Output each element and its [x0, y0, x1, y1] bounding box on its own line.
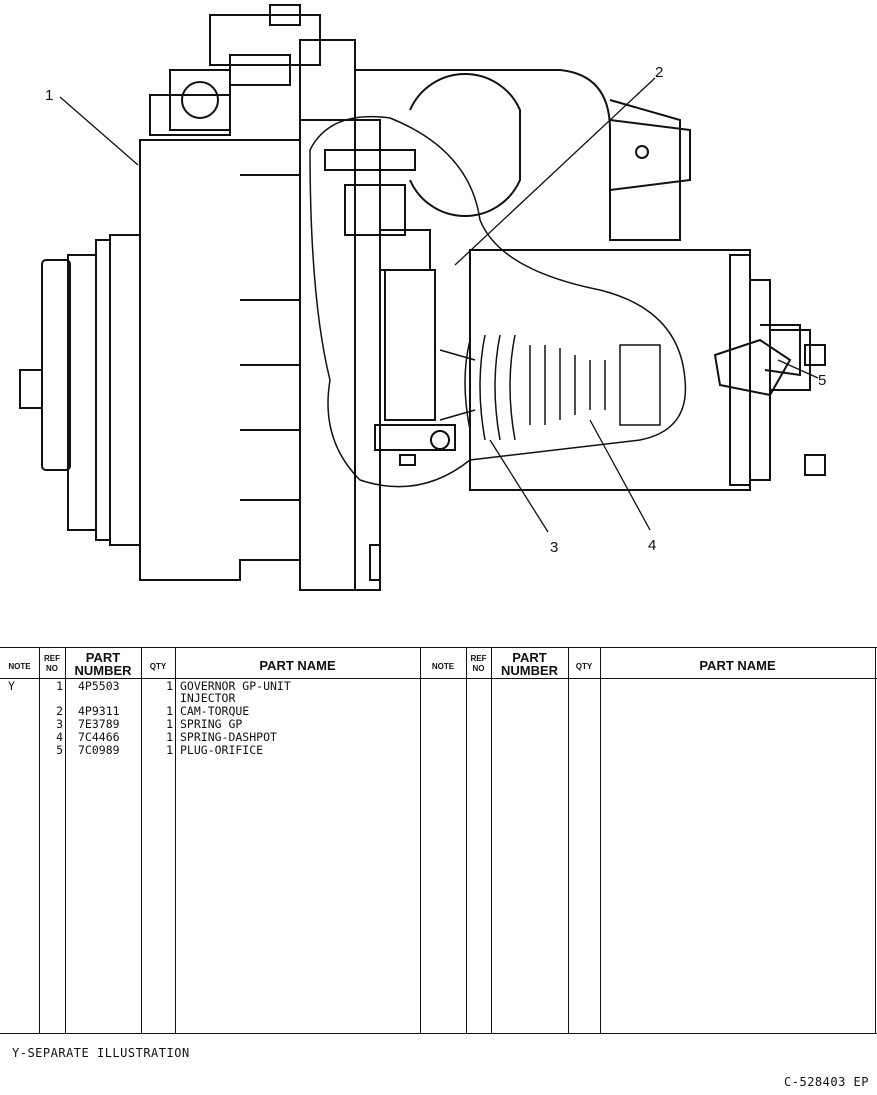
header-note: NOTE	[8, 662, 31, 671]
table-row-continuation: INJECTOR	[0, 692, 430, 705]
row-part-number: 7C0989	[78, 743, 120, 757]
header-part-number-bottom-right: NUMBER	[500, 663, 559, 678]
row-qty: 1	[166, 730, 173, 744]
header-note-right: NOTE	[431, 662, 455, 671]
callout-4: 4	[648, 537, 656, 554]
row-ref: 1	[56, 679, 63, 693]
table-bottom-rule	[0, 1033, 877, 1034]
callout-1: 1	[45, 87, 53, 104]
callout-2: 2	[655, 64, 663, 81]
header-qty-right: QTY	[575, 662, 593, 671]
row-ref: 2	[56, 704, 63, 718]
table-row: 5 7C0989 1 PLUG-ORIFICE	[0, 744, 430, 757]
header-part-name-right: PART NAME	[699, 658, 776, 673]
row-part-name-line2: INJECTOR	[180, 691, 236, 705]
callout-5: 5	[818, 372, 826, 389]
header-ref-top: REF	[44, 654, 60, 663]
governor-illustration: 1 2 3 4 5	[19, 4, 826, 591]
row-part-number: 7C4466	[78, 730, 120, 744]
row-note: Y	[8, 679, 15, 693]
callout-3: 3	[550, 539, 558, 556]
table-row: 3 7E3789 1 SPRING GP	[0, 718, 430, 731]
table-top-rule	[0, 647, 877, 648]
drawing-number: C-528403 EP	[784, 1075, 869, 1089]
row-part-name: CAM-TORQUE	[180, 704, 250, 718]
row-part-name: SPRING-DASHPOT	[180, 730, 277, 744]
row-ref: 5	[56, 743, 63, 757]
header-part-number-top-right: PART	[512, 650, 547, 665]
row-part-number: 7E3789	[78, 717, 120, 731]
row-part-name: GOVERNOR GP-UNIT	[180, 679, 291, 693]
row-qty: 1	[166, 743, 173, 757]
table-row: 2 4P9311 1 CAM-TORQUE	[0, 705, 430, 718]
row-ref: 4	[56, 730, 63, 744]
row-qty: 1	[166, 717, 173, 731]
row-part-number: 4P9311	[78, 704, 120, 718]
row-qty: 1	[166, 704, 173, 718]
row-qty: 1	[166, 679, 173, 693]
table-row: 4 7C4466 1 SPRING-DASHPOT	[0, 731, 430, 744]
footnote: Y-SEPARATE ILLUSTRATION	[12, 1046, 190, 1060]
parts-table: NOTE REF NO PART NUMBER QTY PART NAME NO…	[0, 645, 877, 1035]
row-part-name: SPRING GP	[180, 717, 243, 731]
header-qty: QTY	[149, 662, 167, 671]
row-part-number: 4P5503	[78, 679, 120, 693]
header-ref-top-right: REF	[470, 654, 487, 663]
row-part-name: PLUG-ORIFICE	[180, 743, 264, 757]
row-ref: 3	[56, 717, 63, 731]
header-part-number-top: PART	[85, 650, 121, 665]
header-bottom-rule	[0, 678, 877, 679]
header-part-number-bottom: NUMBER	[74, 663, 132, 678]
header-part-name: PART NAME	[259, 658, 336, 673]
header-ref-bottom: NO	[46, 664, 58, 673]
table-row: Y 1 4P5503 1 GOVERNOR GP-UNIT	[0, 680, 430, 693]
header-ref-bottom-right: NO	[472, 664, 485, 673]
